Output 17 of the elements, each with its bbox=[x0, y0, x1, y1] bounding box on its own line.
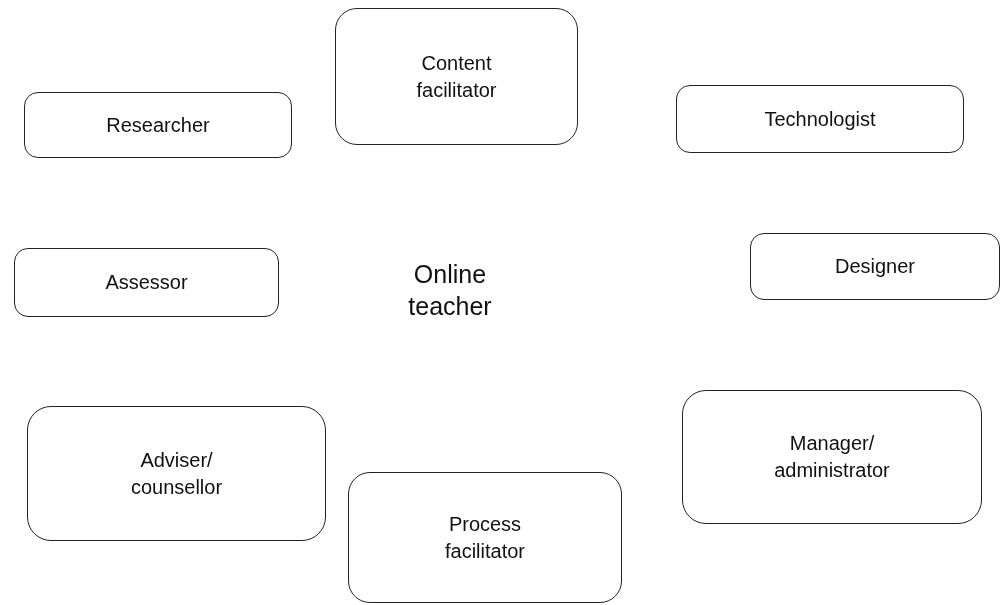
role-label: Manager/ administrator bbox=[773, 431, 891, 483]
role-box bbox=[27, 406, 326, 541]
role-label: Designer bbox=[834, 254, 915, 279]
role-label: Process facilitator bbox=[444, 511, 526, 564]
role-label: Assessor bbox=[105, 270, 188, 295]
role-label: Technologist bbox=[764, 106, 876, 132]
role-box bbox=[335, 8, 578, 145]
role-box bbox=[348, 472, 622, 603]
role-label: Adviser/ counsellor bbox=[129, 447, 224, 500]
role-label: Researcher bbox=[106, 112, 210, 138]
center-label: Online teacher bbox=[407, 259, 493, 322]
role-box bbox=[14, 248, 279, 317]
role-box bbox=[682, 390, 982, 524]
role-box bbox=[750, 233, 1000, 300]
role-box bbox=[676, 85, 964, 153]
role-label: Content facilitator bbox=[415, 50, 498, 103]
role-box bbox=[24, 92, 292, 158]
